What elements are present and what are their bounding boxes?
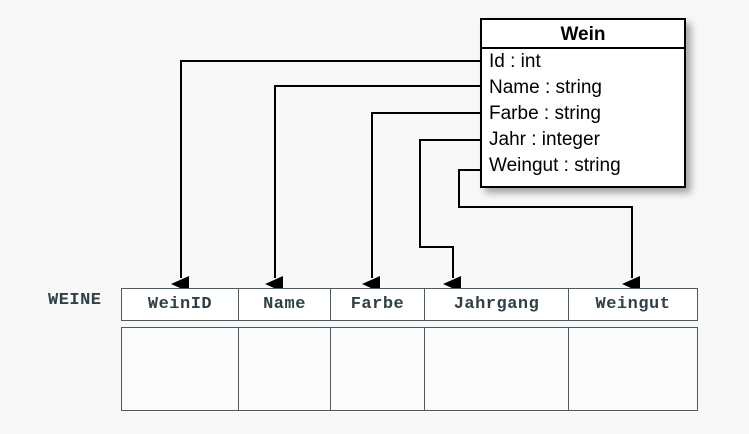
uml-attribute-id: Id : int <box>489 51 541 72</box>
uml-attribute-list: Id : int Name : string Farbe : string Ja… <box>482 49 684 179</box>
table-column-header-jahrgang[interactable]: Jahrgang <box>424 288 569 321</box>
connector-name-to-name <box>265 85 480 292</box>
table-cell-weinid[interactable] <box>121 327 239 411</box>
table-row <box>121 327 698 411</box>
table-cell-farbe[interactable] <box>330 327 425 411</box>
table-name-label: WEINE <box>48 291 102 310</box>
connector-farbe-to-farbe <box>362 112 480 292</box>
uml-class-wein[interactable]: Wein Id : int Name : string Farbe : stri… <box>480 18 686 188</box>
table-column-header-name[interactable]: Name <box>238 288 331 321</box>
table-cell-weingut[interactable] <box>568 327 698 411</box>
uml-attribute-farbe: Farbe : string <box>489 103 601 124</box>
uml-attribute-name: Name : string <box>489 77 602 98</box>
connector-jahr-to-jahrgang <box>419 139 480 292</box>
connector-id-to-weinid <box>171 60 480 292</box>
uml-class-title: Wein <box>482 20 684 49</box>
table-column-header-weinid[interactable]: WeinID <box>121 288 239 321</box>
uml-attribute-jahr: Jahr : integer <box>489 129 600 150</box>
table-header-row: WeinID Name Farbe Jahrgang Weingut <box>121 288 698 321</box>
table-cell-jahrgang[interactable] <box>424 327 569 411</box>
table-column-header-weingut[interactable]: Weingut <box>568 288 698 321</box>
table-column-header-farbe[interactable]: Farbe <box>330 288 425 321</box>
table-cell-name[interactable] <box>238 327 331 411</box>
uml-attribute-weingut: Weingut : string <box>489 155 621 176</box>
